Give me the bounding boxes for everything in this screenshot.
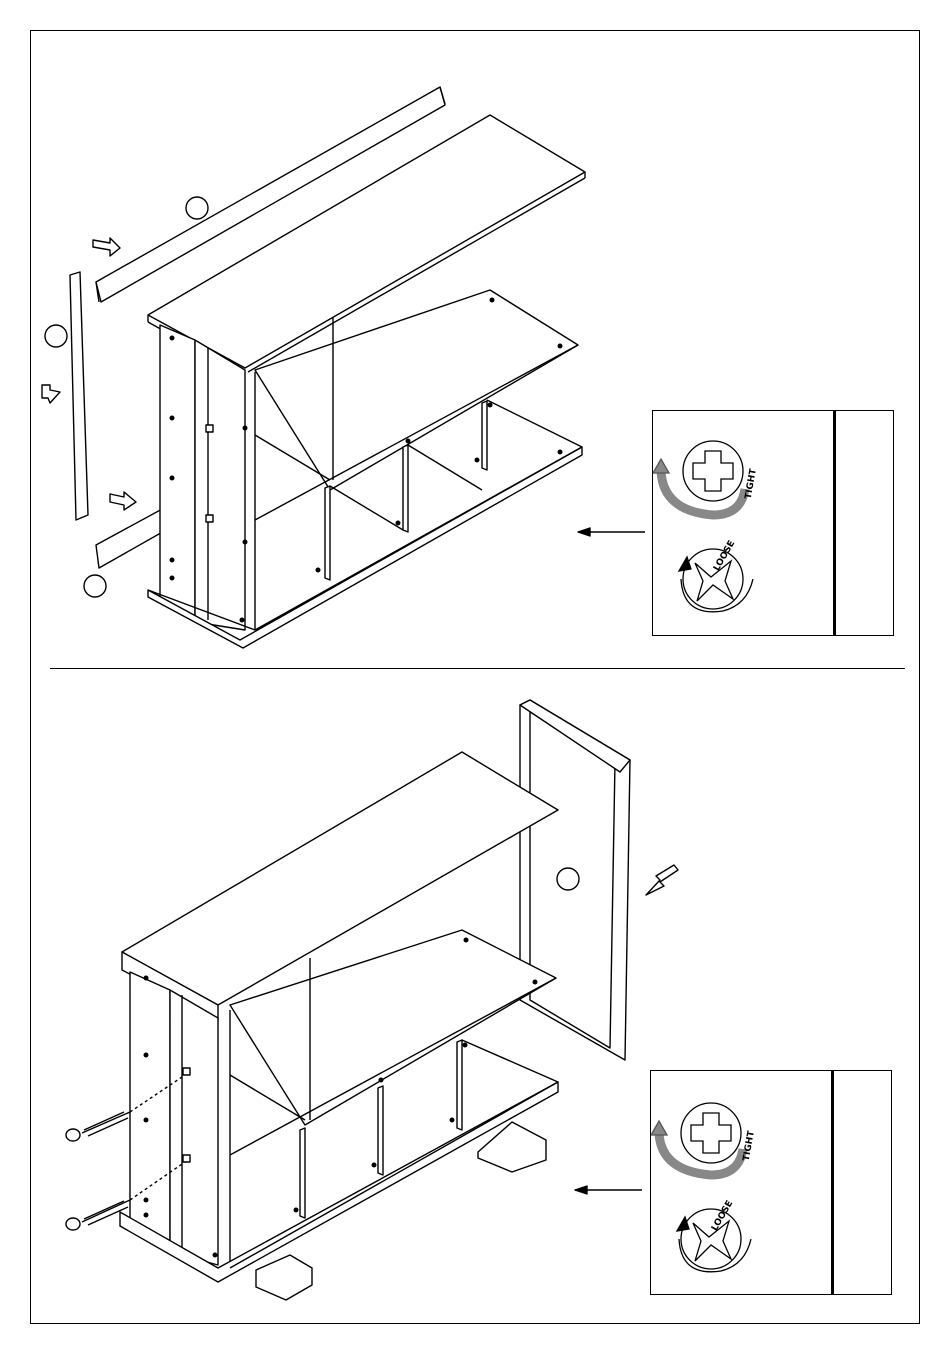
screw-legend-step-2: TIGHT LOOSE (650, 1070, 892, 1295)
left-side-panel (130, 972, 170, 1252)
tighten-rotate-icon (651, 1103, 743, 1175)
support-block (256, 1255, 312, 1300)
direction-arrow-icon (646, 865, 678, 895)
right-side-panel (520, 700, 630, 1060)
